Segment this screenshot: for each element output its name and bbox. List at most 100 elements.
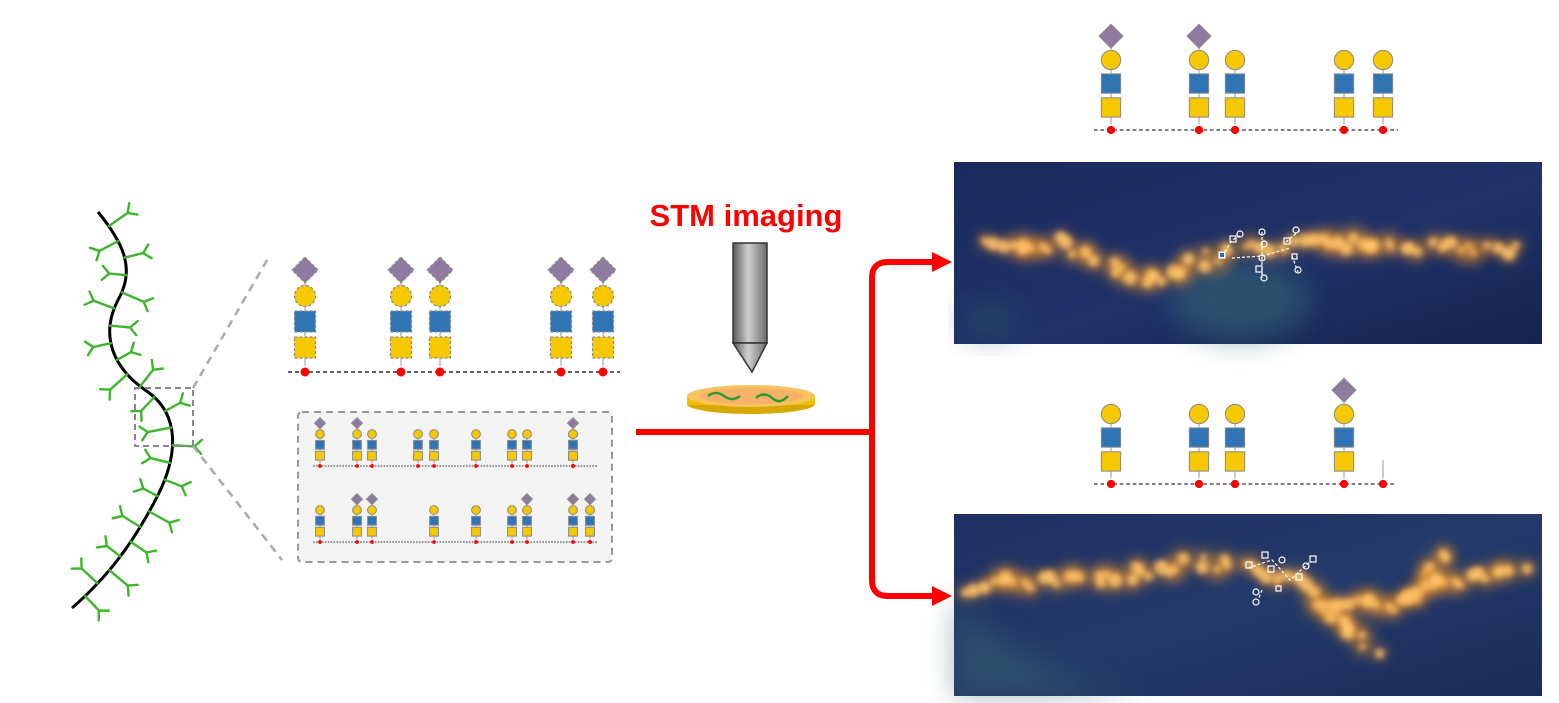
glow-spot [1342,598,1355,611]
glow-spot [1109,257,1120,268]
glow-spot [1123,270,1137,285]
glow-spot [1068,250,1077,259]
glcnac-square-icon [585,515,595,526]
galnac-square-icon [1224,97,1246,118]
glow-spot [1088,255,1100,267]
zoom-guide-top [191,254,272,389]
galnac-square-icon [352,450,362,461]
dot-icon [416,464,420,468]
dot-icon [435,367,445,377]
galactose-circle-icon [367,505,377,515]
glow-spot [978,581,991,594]
sialic-acid-diamond-icon [1098,23,1124,49]
glycan-branches [70,201,204,622]
stm-image-top [954,162,1542,344]
glycan-chain [350,492,364,544]
galnac-square-icon [315,526,325,537]
molecule-strand-top [977,225,1524,294]
sialic-acid-diamond-icon [313,416,327,430]
galnac-square-icon [1188,97,1210,118]
galactose-circle-icon [585,505,595,515]
galactose-circle-icon [1333,403,1355,425]
dot-icon [432,540,436,544]
glow-spot [1223,561,1232,570]
glow-spot [1177,552,1190,565]
glycan-branch [95,535,122,558]
dot-icon [510,464,514,468]
glow-spot [1387,244,1394,251]
glow-spot [1214,257,1223,265]
glow-spot [1127,574,1139,586]
glcnac-square-icon [591,310,615,333]
glycan-chain [387,256,415,377]
galactose-circle-icon [1100,49,1122,71]
glcnac-square-icon [413,439,423,450]
glcnac-square-icon [352,515,362,526]
galactose-circle-icon [1372,49,1394,71]
galactose-circle-icon [471,505,481,515]
glcnac-square-icon [1372,73,1394,94]
galactose-circle-icon [1100,403,1122,425]
glow-spot [998,570,1013,585]
dot-icon [1339,479,1349,489]
galnac-square-icon [1224,451,1246,472]
glow-spot [1248,240,1256,248]
glow-spot [1456,580,1464,589]
dot-icon [432,464,436,468]
glow-spot [1016,238,1031,253]
galactose-circle-icon [413,429,423,439]
glycan-chain [1098,23,1124,135]
glycan-chain [1331,377,1357,489]
glow-spot [1522,563,1533,574]
glow-spot [1400,590,1414,604]
galactose-circle-icon [428,284,452,308]
glycan-branch [108,569,139,597]
galactose-circle-icon [352,429,362,439]
glow-spot [1262,244,1277,258]
glow-spot [1147,270,1160,282]
galnac-square-icon [389,336,413,359]
glycan-chain [350,416,364,468]
glow-spot [1200,553,1207,561]
glow-spot [1492,242,1504,254]
dot-icon [510,540,514,544]
glow-spot [1373,601,1381,609]
galnac-square-icon [1333,451,1355,472]
galactose-circle-icon [549,284,573,308]
glow-spot [1340,242,1353,256]
galnac-square-icon [367,526,377,537]
glycan-ensemble-box [297,411,613,563]
glycan-chain [426,256,454,377]
glcnac-square-icon [428,310,452,333]
glycan-chain [471,429,481,468]
galnac-square-icon [471,450,481,461]
galactose-circle-icon [1224,49,1246,71]
sialic-acid-diamond-icon [547,256,575,284]
dot-icon [370,540,374,544]
glow-spot [1133,563,1146,576]
dot-icon [355,540,359,544]
glcnac-square-icon [549,310,573,333]
arrow-head-bottom [932,586,952,606]
glcnac-square-icon [568,439,578,450]
glycan-chain [471,505,481,544]
galactose-circle-icon [507,505,517,515]
galactose-circle-icon [522,429,532,439]
glow-spot [1108,573,1122,587]
galactose-circle-icon [568,505,578,515]
glow-spot [1389,605,1398,613]
galnac-square-icon [1372,97,1394,118]
glcnac-square-icon [471,515,481,526]
galnac-square-icon [507,450,517,461]
glycan-branch [139,358,165,388]
glcnac-square-icon [315,439,325,450]
glow-spot [1059,235,1073,249]
glcnac-square-icon [1188,427,1210,448]
glycan-chain [522,429,532,468]
galnac-square-icon [293,336,317,359]
zoomed-glycan-row [288,256,620,377]
glow-spot [1502,565,1514,577]
glcnac-square-icon [367,515,377,526]
sialic-acid-diamond-icon [387,256,415,284]
dot-icon [318,540,322,544]
